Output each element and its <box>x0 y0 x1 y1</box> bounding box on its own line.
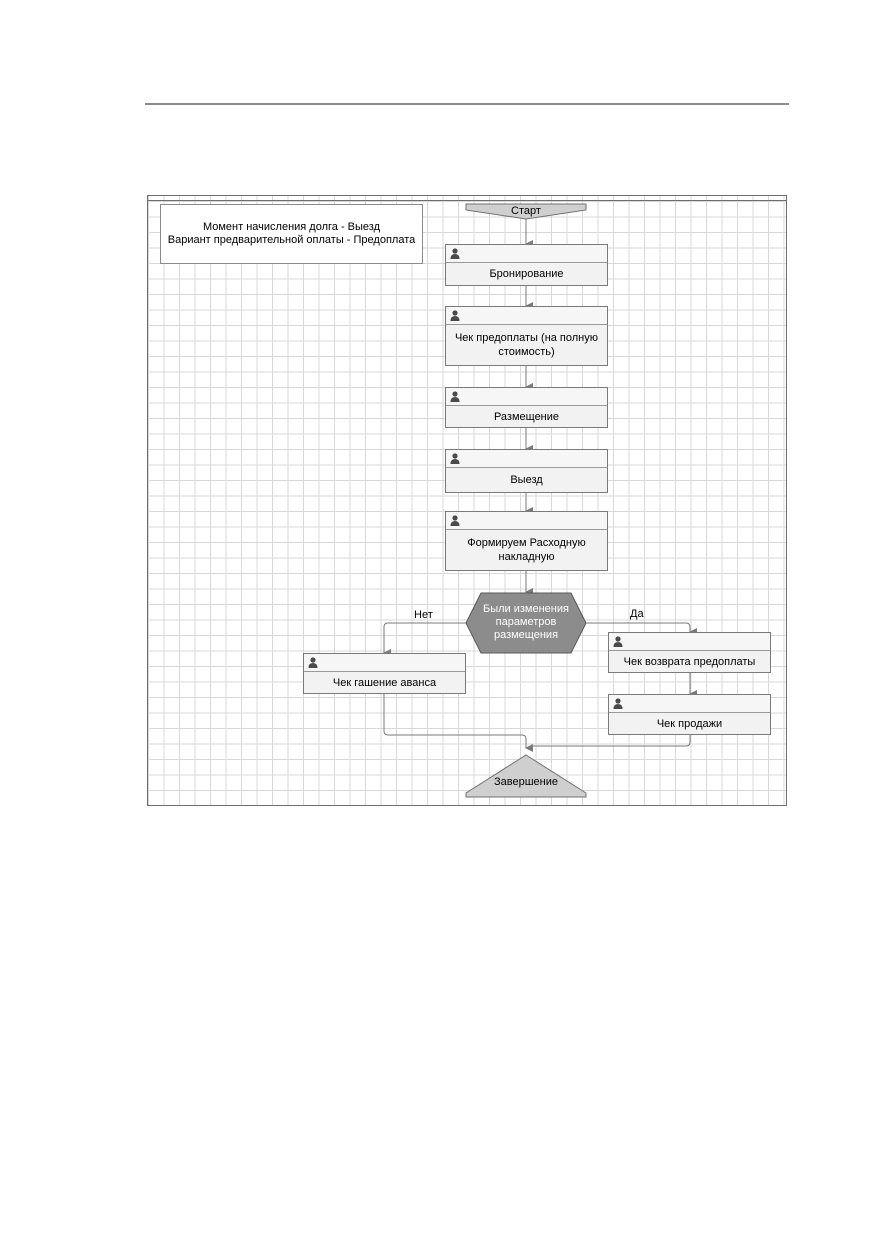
connector-sale-end <box>530 735 691 747</box>
user-icon <box>450 515 460 526</box>
task-label: Чек гашение аванса <box>332 676 437 689</box>
task-advance-repay[interactable]: Чек гашение аванса <box>303 653 466 694</box>
note-line-2: Вариант предварительной оплаты - Предопл… <box>167 234 416 246</box>
task-header <box>446 307 607 325</box>
task-checkout[interactable]: Выезд <box>445 449 608 493</box>
task-placement[interactable]: Размещение <box>445 387 608 428</box>
user-icon <box>613 698 623 709</box>
user-icon <box>613 636 623 647</box>
connector-decision-no <box>383 622 466 657</box>
branch-no-label: Нет <box>414 609 433 621</box>
branch-yes-label: Да <box>630 608 644 620</box>
note-line-1: Момент начисления долга - Выезд <box>202 221 381 233</box>
task-label: Формируем Расходную накладную <box>467 537 586 563</box>
end-label: Завершение <box>494 776 558 788</box>
task-header <box>609 695 770 713</box>
user-icon <box>308 657 318 668</box>
connector-decision-yes <box>586 622 697 636</box>
task-header <box>446 245 607 263</box>
task-sale-check[interactable]: Чек продажи <box>608 694 771 735</box>
decision-label: Были изменения параметров размещения <box>483 603 569 641</box>
task-header <box>446 512 607 530</box>
settings-note: Момент начисления долга - Выезд Вариант … <box>160 204 423 264</box>
task-label: Чек возврата предоплаты <box>623 655 756 668</box>
task-label: Размещение <box>493 410 560 423</box>
process-diagram-canvas[interactable]: Момент начисления долга - Выезд Вариант … <box>147 195 787 806</box>
task-header <box>609 633 770 651</box>
task-header <box>446 450 607 468</box>
task-label: Бронирование <box>489 268 564 280</box>
start-label: Старт <box>511 205 541 217</box>
user-icon <box>450 248 460 259</box>
task-invoice[interactable]: Формируем Расходную накладную <box>445 511 608 571</box>
task-prepay-check[interactable]: Чек предоплаты (на полную стоимость) <box>445 306 608 366</box>
user-icon <box>450 310 460 321</box>
page-top-rule <box>145 103 789 105</box>
user-icon <box>450 391 460 402</box>
task-label: Чек продажи <box>656 717 723 730</box>
task-booking[interactable]: Бронирование <box>445 244 608 286</box>
connector-advance-end <box>383 694 533 752</box>
task-label: Чек предоплаты (на полную стоимость) <box>454 332 599 358</box>
task-header <box>446 388 607 406</box>
user-icon <box>450 453 460 464</box>
task-label: Выезд <box>510 474 543 486</box>
canvas-top-line <box>148 200 786 201</box>
task-prepay-refund[interactable]: Чек возврата предоплаты <box>608 632 771 673</box>
task-header <box>304 654 465 672</box>
